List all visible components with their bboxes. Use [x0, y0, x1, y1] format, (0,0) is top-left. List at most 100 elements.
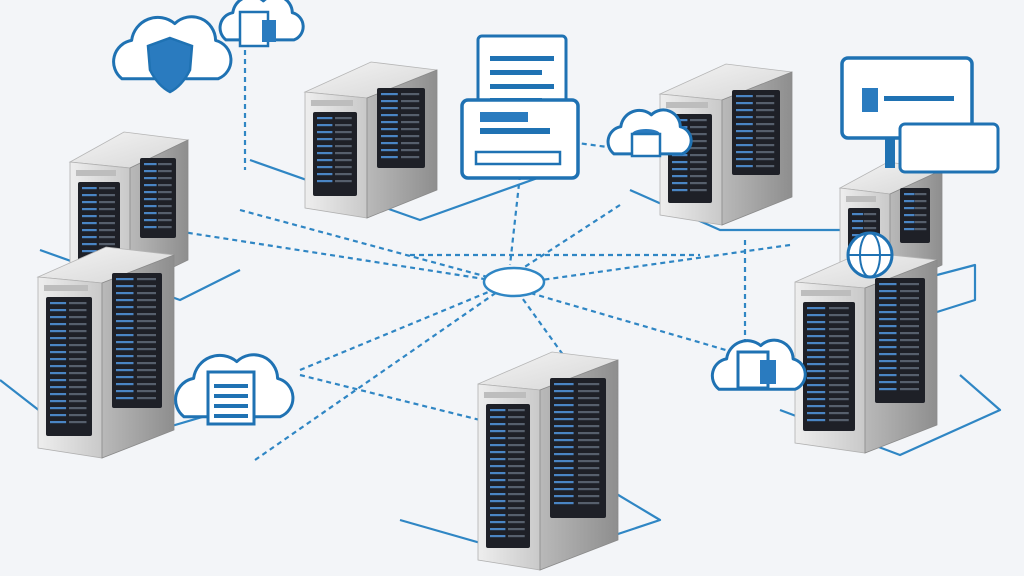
rack-led	[490, 451, 506, 454]
rack-led	[82, 250, 97, 253]
rack-slot	[137, 341, 156, 344]
rack-slot	[99, 229, 115, 232]
rack-slot	[508, 528, 525, 531]
rack-led	[82, 229, 97, 232]
rack-led	[672, 189, 688, 192]
rack-led	[144, 212, 157, 215]
rack-led	[554, 460, 574, 463]
rack-led	[736, 158, 753, 161]
rack-slot	[99, 187, 115, 190]
rack-led	[879, 353, 897, 356]
rack-slot	[69, 330, 87, 333]
rack-led	[672, 168, 688, 171]
rack-led	[879, 325, 897, 328]
rack-led	[381, 135, 398, 138]
rack-slot	[335, 124, 352, 127]
rack-slot	[69, 351, 87, 354]
rack-led	[736, 102, 753, 105]
rack-slot	[508, 521, 525, 524]
document-cloud-icon	[218, 0, 305, 48]
rack-slot	[69, 393, 87, 396]
rack-led	[381, 114, 398, 117]
rack-slot	[690, 175, 707, 178]
rack-led	[490, 486, 506, 489]
rack-slot	[508, 535, 525, 538]
rack-led	[50, 407, 67, 410]
link-line	[299, 281, 511, 372]
rack-slot	[508, 451, 525, 454]
rack-led	[317, 180, 333, 183]
server-label-strip	[76, 170, 116, 176]
rack-slot	[578, 418, 600, 421]
rack-slot	[137, 355, 156, 358]
rack-led	[554, 390, 574, 393]
rack-led	[116, 320, 134, 323]
rack-slot	[335, 117, 352, 120]
rack-led	[50, 400, 67, 403]
rack-slot	[99, 201, 115, 204]
rack-slot	[900, 360, 919, 363]
rack-led	[82, 236, 97, 239]
rack-led	[490, 493, 506, 496]
rack-slot	[508, 458, 525, 461]
rack-led	[116, 369, 134, 372]
rack-led	[317, 166, 333, 169]
rack-led	[82, 194, 97, 197]
rack-slot	[578, 404, 600, 407]
rack-slot	[829, 307, 849, 310]
rack-led	[852, 227, 864, 230]
rack-led	[381, 149, 398, 152]
rack-slot	[900, 381, 919, 384]
rack-led	[50, 316, 67, 319]
rack-led	[554, 495, 574, 498]
rack-slot	[690, 154, 707, 157]
rack-led	[490, 430, 506, 433]
rack-led	[144, 205, 157, 208]
rack-led	[317, 138, 333, 141]
rack-slot	[158, 198, 172, 201]
rack-slot	[578, 411, 600, 414]
rack-slot	[137, 327, 156, 330]
file-line	[214, 394, 248, 398]
rack-led	[50, 309, 67, 312]
rack-slot	[578, 474, 600, 477]
rack-led	[116, 278, 134, 281]
rack-led	[381, 93, 398, 96]
rack-slot	[401, 121, 420, 124]
rack-slot	[401, 93, 420, 96]
rack-led	[116, 376, 134, 379]
rack-slot	[69, 358, 87, 361]
rack-led	[554, 404, 574, 407]
rack-slot	[69, 400, 87, 403]
rack-slot	[401, 107, 420, 110]
rack-led	[116, 306, 134, 309]
rack-led	[879, 304, 897, 307]
rack-led	[381, 107, 398, 110]
rack-led	[736, 130, 753, 133]
rack-led	[879, 367, 897, 370]
rack-led	[554, 446, 574, 449]
rack-slot	[99, 236, 115, 239]
server-left-front	[36, 246, 175, 459]
server-label-strip	[484, 392, 526, 398]
link-line	[519, 294, 611, 421]
rack-slot	[900, 332, 919, 335]
rack-led	[807, 314, 826, 317]
monitor-back-window	[898, 122, 1000, 174]
rack-slot	[158, 184, 172, 187]
rack-slot	[508, 444, 525, 447]
rack-led	[50, 421, 67, 424]
rack-led	[317, 159, 333, 162]
rack-slot	[756, 158, 775, 161]
rack-slot	[401, 135, 420, 138]
rack-slot	[829, 363, 849, 366]
db-body	[630, 132, 662, 158]
rack-slot	[690, 133, 707, 136]
rack-slot	[69, 323, 87, 326]
rack-led	[381, 128, 398, 131]
link-line	[519, 243, 791, 285]
rack-led	[50, 302, 67, 305]
rack-led	[554, 425, 574, 428]
rack-slot	[158, 177, 172, 180]
rack-slot	[900, 325, 919, 328]
